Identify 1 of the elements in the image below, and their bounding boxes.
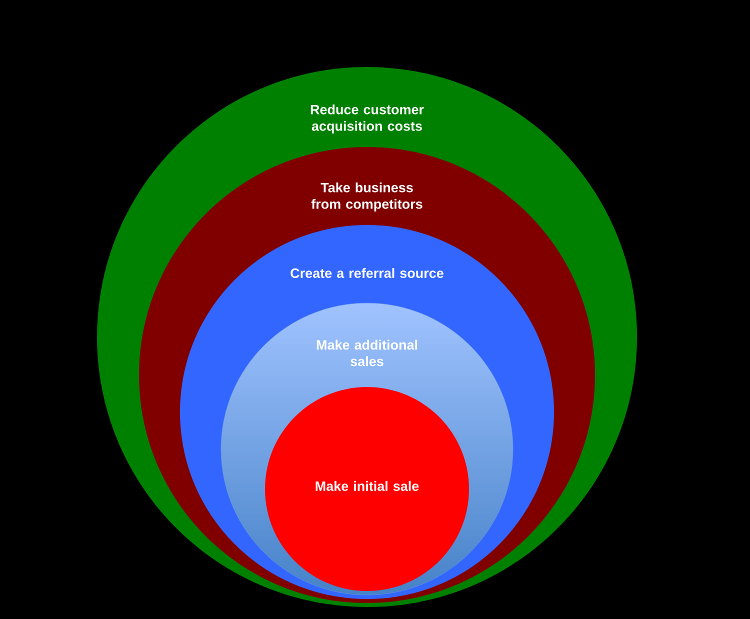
circle-band: Make initial sale: [265, 387, 469, 591]
